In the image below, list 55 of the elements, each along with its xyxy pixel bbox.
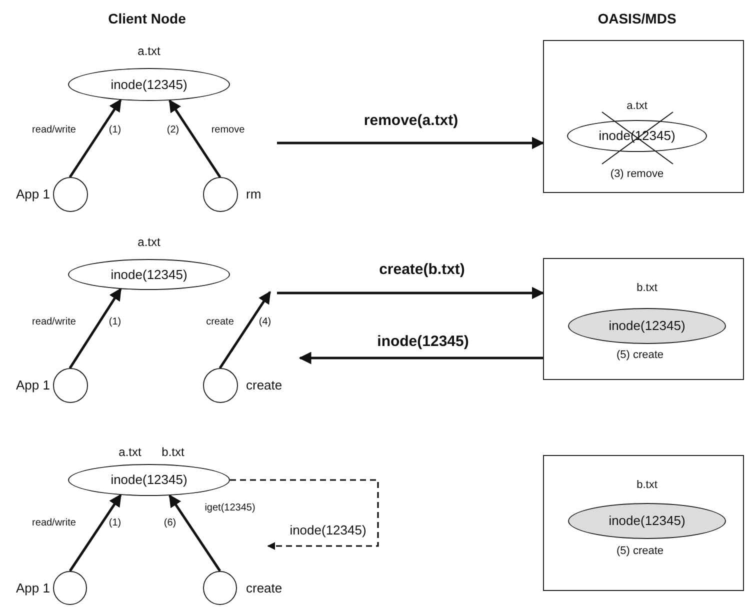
edge-label: create(b.txt)	[379, 260, 465, 280]
inode-ellipse	[68, 68, 230, 101]
node-caption: (3) remove	[610, 166, 664, 182]
column-heading: OASIS/MDS	[598, 10, 676, 28]
node-text: inode(12345)	[608, 317, 686, 336]
node-text: inode(12345)	[608, 512, 686, 530]
step-label: iget(12345)	[204, 502, 256, 516]
server-panel	[543, 40, 744, 193]
arrow	[218, 290, 272, 369]
step-label: read/write	[32, 516, 76, 530]
step-label: read/write	[32, 316, 76, 330]
node-caption: App 1	[16, 376, 50, 394]
edge-label: (2)	[166, 124, 180, 138]
node-text: inode(12345)	[110, 76, 188, 94]
edge-label: (1)	[108, 316, 122, 330]
node-caption: b.txt	[636, 280, 658, 296]
node-text: inode(12345)	[110, 471, 188, 490]
node-caption: create	[246, 579, 282, 598]
node-caption: (5) create	[616, 544, 664, 559]
node-caption: a.txt	[138, 234, 160, 251]
node-text: inode(12345)	[110, 266, 188, 284]
edge-label: (4)	[258, 316, 272, 330]
node-caption: (5) create	[616, 348, 664, 363]
node-caption: App 1	[16, 579, 50, 598]
node-caption: create	[246, 376, 282, 394]
step-label: create	[206, 316, 234, 330]
edge-label: (6)	[164, 516, 176, 530]
arrow	[298, 352, 543, 364]
arrow	[68, 288, 122, 369]
edge-label: inode(12345)	[377, 332, 469, 352]
node-caption: rm	[246, 185, 262, 204]
arrow	[68, 98, 122, 178]
column-heading: Client Node	[108, 10, 186, 28]
edge-label: (1)	[108, 124, 122, 138]
inode-ellipse	[68, 464, 230, 496]
edge-label: inode(12345)	[290, 521, 366, 540]
inode-ellipse	[68, 259, 230, 290]
node-caption: App 1	[16, 185, 50, 204]
arrow	[230, 479, 379, 550]
edge-label: (1)	[108, 516, 122, 530]
server-panel	[543, 258, 744, 380]
arrow	[68, 494, 122, 572]
node-caption: a.txt	[138, 43, 160, 60]
edge-label: remove(a.txt)	[364, 110, 458, 131]
node-caption: a.txt	[626, 98, 648, 114]
step-label: remove	[211, 124, 245, 138]
node-caption: b.txt	[636, 478, 658, 493]
node-caption: a.txt	[118, 444, 142, 461]
arrow	[168, 494, 222, 572]
step-label: read/write	[32, 124, 76, 138]
node-caption: b.txt	[162, 444, 184, 461]
arrow	[277, 136, 544, 150]
arrow	[168, 99, 222, 178]
arrow	[277, 286, 544, 300]
server-panel	[543, 455, 744, 591]
